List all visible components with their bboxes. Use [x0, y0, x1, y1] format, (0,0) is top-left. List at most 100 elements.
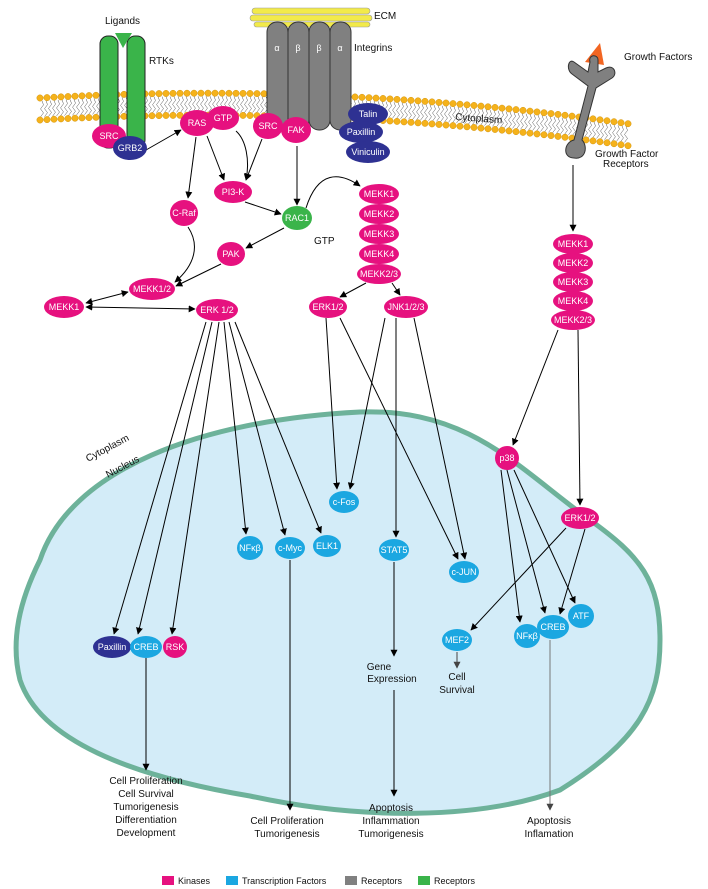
- node-paxillin-nuc-label: Paxillin: [98, 642, 127, 652]
- integrin-alpha-2: α: [337, 43, 342, 53]
- outcome-right-2: Inflamation: [525, 829, 574, 840]
- node-stat5-shape: [379, 539, 409, 561]
- node-jnk-shape: [384, 296, 428, 318]
- arrow-8: [174, 226, 195, 283]
- outcome-right: Apoptosis Inflamation: [525, 816, 574, 840]
- node-src2: SRC: [253, 113, 283, 139]
- node-r-mekk2: MEKK2: [553, 253, 593, 273]
- node-cmyc-shape: [275, 537, 305, 559]
- node-nfkb1-shape: [237, 536, 263, 560]
- node-cfos-shape: [329, 491, 359, 513]
- node-atf-label: ATF: [573, 611, 590, 621]
- region-labels: Ligands RTKs ECM Integrins Growth Factor…: [84, 11, 692, 840]
- node-craf-shape: [170, 200, 198, 226]
- growth-factor-receptors-label-2: Receptors: [603, 159, 649, 170]
- node-cfos: c-Fos: [329, 491, 359, 513]
- node-mid-mekk2: MEKK2: [359, 204, 399, 224]
- node-elk1-label: ELK1: [316, 541, 338, 551]
- arrow-29: [500, 469, 523, 623]
- node-mekk12-shape: [129, 278, 175, 300]
- node-elk1-shape: [313, 535, 341, 557]
- node-pak: PAK: [217, 242, 245, 266]
- legend-swatch-transcription-factors: [226, 876, 238, 885]
- node-mef2-label: MEF2: [445, 635, 469, 645]
- node-r-mekk4-label: MEKK4: [558, 296, 589, 306]
- arrow-28: [413, 317, 468, 560]
- node-rac1-shape: [282, 206, 312, 230]
- legend-item-receptors-gray: Receptors: [345, 876, 403, 886]
- ligands-label: Ligands: [105, 16, 140, 27]
- node-atf: ATF: [568, 604, 594, 628]
- node-erk12-right-shape: [561, 507, 599, 529]
- node-p38: p38: [495, 446, 519, 470]
- node-craf-label: C-Raf: [172, 208, 196, 218]
- node-paxillin-nuc-shape: [93, 636, 131, 658]
- arrow-4: [245, 138, 263, 181]
- node-mid-mekk4: MEKK4: [359, 244, 399, 264]
- outcome-center-right: Apoptosis Inflammation Tumorigenesis: [358, 803, 423, 840]
- rtk-receptor: [99, 33, 146, 149]
- node-mid-mekk3-label: MEKK3: [364, 229, 395, 239]
- node-pak-label: PAK: [222, 249, 239, 259]
- node-craf: C-Raf: [170, 200, 198, 226]
- node-nfkb1-label: NFκβ: [239, 543, 261, 553]
- node-erk12-left-shape: [196, 299, 238, 321]
- node-r-mekk23: MEKK2/3: [551, 310, 595, 330]
- node-erk12-mid-shape: [309, 296, 347, 318]
- node-gtp-label: GTP: [214, 113, 233, 123]
- node-stat5-label: STAT5: [381, 545, 408, 555]
- cell-survival-line-1: Cell: [448, 672, 465, 683]
- integrin-beta-1: β: [295, 43, 300, 53]
- arrow-33: [558, 528, 586, 615]
- rtks-label: RTKs: [149, 56, 174, 67]
- cytoplasm-membrane-label: Cytoplasm: [455, 112, 503, 126]
- outcome-left: Cell Proliferation Cell Survival Tumorig…: [109, 776, 182, 839]
- arrow-11: [85, 290, 129, 305]
- node-stat5: STAT5: [379, 539, 409, 561]
- legend-swatch-kinases: [162, 876, 174, 885]
- arrow-10: [175, 263, 222, 287]
- node-src2-shape: [253, 113, 283, 139]
- node-cjun: c-JUN: [449, 561, 479, 583]
- receptors: α β β α: [99, 7, 616, 159]
- node-paxillin-top-shape: [339, 121, 383, 143]
- node-mid-mekk23-shape: [357, 264, 401, 284]
- node-pi3k-shape: [214, 181, 252, 203]
- arrow-1: [185, 136, 197, 199]
- node-viniculin-shape: [346, 141, 390, 163]
- node-rac1: RAC1: [282, 206, 312, 230]
- node-r-mekk3-shape: [553, 272, 593, 292]
- node-fak: FAK: [281, 117, 311, 143]
- node-cjun-label: c-JUN: [452, 567, 477, 577]
- arrow-31: [513, 469, 576, 604]
- node-jnk: JNK1/2/3: [384, 296, 428, 318]
- arrow-5: [244, 201, 282, 216]
- node-atf-shape: [568, 604, 594, 628]
- node-mid-mekk23-label: MEKK2/3: [360, 269, 398, 279]
- node-r-mekk1-label: MEKK1: [558, 239, 589, 249]
- node-mid-mekk1-shape: [359, 184, 399, 204]
- node-mekk1-left-shape: [44, 296, 84, 318]
- arrow-12: [85, 303, 196, 313]
- node-rsk: RSK: [163, 636, 187, 658]
- node-mid-mekk4-label: MEKK4: [364, 249, 395, 259]
- arrow-30: [506, 469, 547, 614]
- node-cjun-shape: [449, 561, 479, 583]
- legend-item-kinases: Kinases: [162, 876, 211, 886]
- integrin-alpha-1: α: [274, 43, 279, 53]
- node-r-mekk1: MEKK1: [553, 234, 593, 254]
- node-grb2-shape: [113, 136, 147, 160]
- outcome-left-5: Development: [117, 828, 176, 839]
- node-erk12-right: ERK1/2: [561, 507, 599, 529]
- node-paxillin-top-label: Paxillin: [347, 127, 376, 137]
- node-viniculin-label: Viniculin: [351, 147, 384, 157]
- node-p38-label: p38: [499, 453, 514, 463]
- node-nfkb1: NFκβ: [237, 536, 263, 560]
- arrow-18: [112, 321, 207, 635]
- node-ras-label: RAS: [188, 118, 207, 128]
- arrow-16: [512, 329, 559, 446]
- node-cmyc: c-Myc: [275, 537, 305, 559]
- outcome-center-right-1: Apoptosis: [369, 803, 413, 814]
- node-erk12-left-label: ERK 1/2: [200, 305, 234, 315]
